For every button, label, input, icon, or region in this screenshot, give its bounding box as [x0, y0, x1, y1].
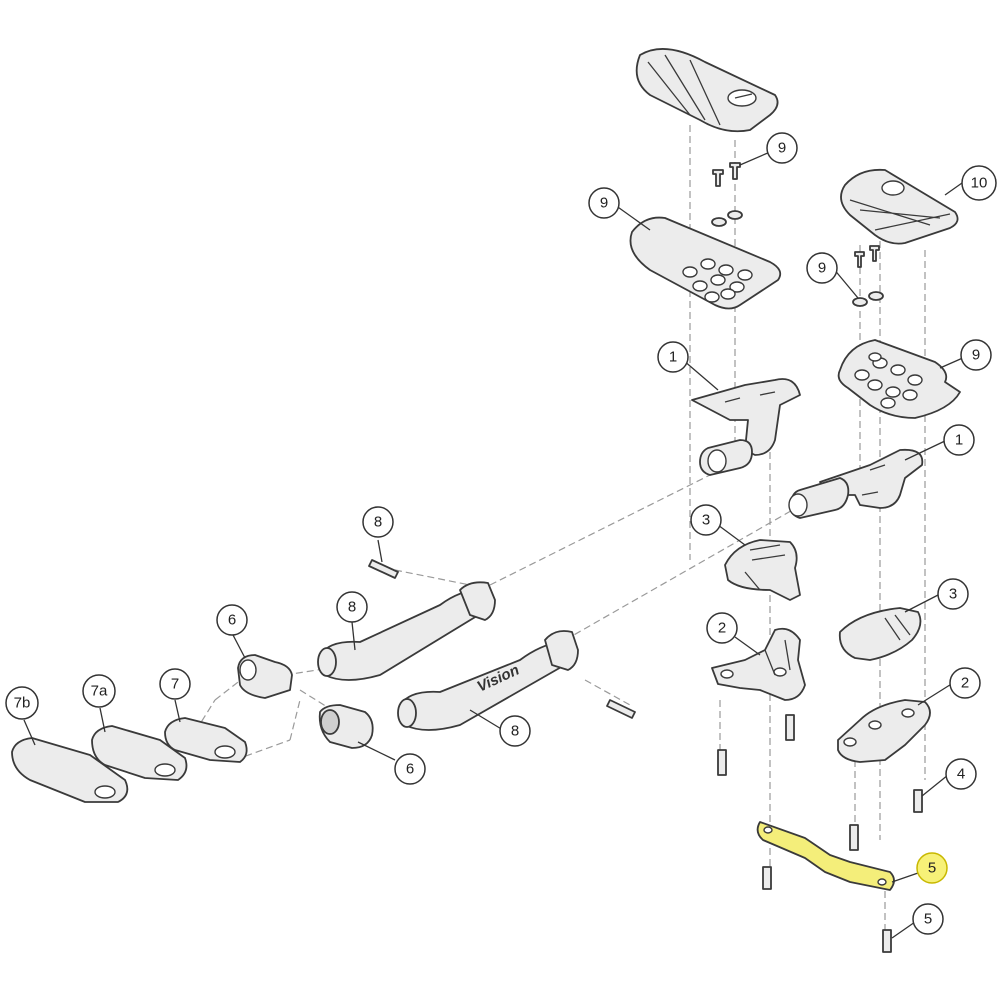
extension-cup-bottom — [318, 704, 374, 749]
svg-text:9: 9 — [972, 347, 980, 364]
callout-1-right: 1 — [943, 424, 975, 456]
callout-7: 7 — [159, 668, 191, 700]
svg-text:7b: 7b — [14, 695, 31, 712]
armrest-bracket-right — [788, 448, 924, 519]
svg-text:8: 8 — [348, 599, 356, 616]
callout-8-bar-lower: 8 — [499, 715, 531, 747]
alignment-lines — [189, 125, 926, 935]
callout-3-right: 3 — [937, 578, 969, 610]
callout-8-bar-upper: 8 — [336, 591, 368, 623]
callout-9-left: 9 — [588, 187, 620, 219]
svg-text:1: 1 — [669, 349, 677, 366]
callout-3-left: 3 — [690, 504, 722, 536]
callout-2-left: 2 — [706, 612, 738, 644]
bridge-part-highlighted — [756, 821, 895, 891]
callout-6-bottom: 6 — [394, 753, 426, 785]
svg-text:5: 5 — [928, 860, 936, 877]
armrest-shell-right — [840, 168, 959, 245]
svg-text:10: 10 — [971, 175, 988, 192]
pad-holes-right — [854, 352, 923, 409]
svg-text:6: 6 — [228, 612, 236, 629]
svg-text:5: 5 — [924, 911, 932, 928]
svg-text:3: 3 — [702, 512, 710, 529]
callout-5-bridge-highlighted: 5 — [916, 852, 948, 884]
screws-top-right — [852, 245, 884, 307]
bolts — [368, 559, 923, 953]
svg-text:8: 8 — [511, 723, 519, 740]
clamp-cover-left — [724, 539, 801, 601]
callout-6-top: 6 — [216, 604, 248, 636]
armrest-bracket-left — [691, 378, 801, 476]
callout-4: 4 — [945, 758, 977, 790]
clamp-base-right — [837, 699, 931, 763]
grip-7b — [11, 737, 129, 803]
pad-holes-left — [682, 258, 753, 303]
armrest-shell-left — [635, 48, 779, 133]
leader-lines — [23, 151, 966, 939]
callout-7b: 7b — [5, 686, 39, 720]
clamp-base-left — [711, 627, 806, 701]
svg-text:3: 3 — [949, 586, 957, 603]
svg-text:1: 1 — [955, 432, 963, 449]
grip-7 — [164, 717, 248, 763]
svg-text:2: 2 — [961, 675, 969, 692]
armrest-pad-left — [629, 216, 782, 310]
svg-text:7a: 7a — [91, 683, 108, 700]
callout-9-top: 9 — [766, 132, 798, 164]
callout-9-right: 9 — [960, 339, 992, 371]
grip-7a — [91, 725, 188, 781]
screws-top-left — [711, 162, 743, 227]
svg-text:8: 8 — [374, 514, 382, 531]
svg-text:4: 4 — [957, 766, 965, 783]
extension-cup-top — [237, 654, 293, 699]
callout-1-left: 1 — [657, 341, 689, 373]
callout-8-bolt: 8 — [362, 506, 394, 538]
svg-text:9: 9 — [600, 195, 608, 212]
callout-2-right: 2 — [949, 667, 981, 699]
svg-text:7: 7 — [171, 676, 179, 693]
armrest-pad-right — [837, 339, 961, 419]
callout-5-bolt: 5 — [912, 903, 944, 935]
clamp-cover-right — [838, 607, 922, 661]
extension-bar-upper — [317, 581, 496, 681]
callout-10: 10 — [961, 165, 997, 201]
svg-text:6: 6 — [406, 761, 414, 778]
svg-text:2: 2 — [718, 620, 726, 637]
callout-7a: 7a — [82, 674, 116, 708]
svg-text:9: 9 — [778, 140, 786, 157]
callout-9-mid: 9 — [806, 252, 838, 284]
svg-text:9: 9 — [818, 260, 826, 277]
callouts: 9 10 9 9 9 1 1 8 3 3 6 8 — [5, 132, 997, 935]
